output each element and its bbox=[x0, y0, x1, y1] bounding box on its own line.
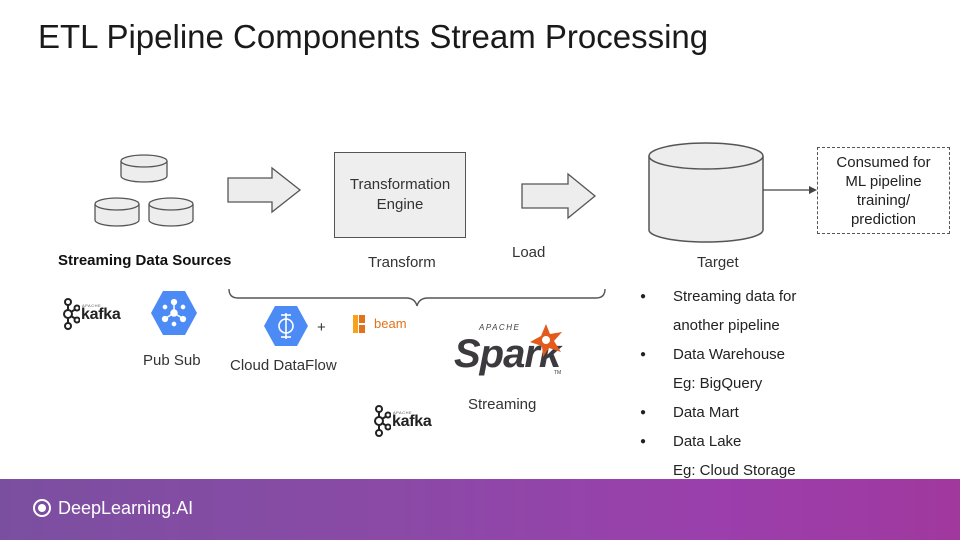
transform-brace bbox=[228, 288, 606, 307]
arrow-to-target bbox=[521, 172, 597, 220]
streaming-sources-label: Streaming Data Sources bbox=[58, 252, 232, 269]
beam-wordmark: beam bbox=[374, 316, 407, 331]
streaming-label: Streaming bbox=[468, 396, 537, 413]
kafka-icon bbox=[374, 405, 391, 437]
load-label: Load bbox=[512, 244, 546, 261]
transformation-engine-box: Transformation Engine bbox=[334, 152, 466, 238]
consumer-box: Consumed for ML pipeline training/ predi… bbox=[817, 147, 950, 234]
beam-icon bbox=[353, 315, 365, 333]
kafka-apache-text: APACHE bbox=[393, 410, 413, 415]
kafka-apache-text: APACHE bbox=[82, 303, 102, 308]
arrow-to-transform bbox=[227, 166, 302, 214]
list-item: Data Lake bbox=[640, 429, 796, 458]
kafka-wordmark: kafka bbox=[81, 306, 121, 323]
consumer-text: Consumed for ML pipeline training/ predi… bbox=[836, 153, 931, 228]
list-item: Data Mart bbox=[640, 400, 796, 429]
plus-sign: + bbox=[317, 319, 326, 336]
slide-title: ETL Pipeline Components Stream Processin… bbox=[38, 18, 709, 55]
transform-label: Transform bbox=[368, 254, 436, 271]
spark-logo: APACHE Spark TM bbox=[454, 322, 570, 382]
list-item: Eg: Cloud Storage bbox=[673, 462, 796, 479]
dataflow-icon bbox=[264, 306, 308, 346]
kafka-icon bbox=[63, 298, 80, 330]
kafka-logo-transform: APACHE kafka bbox=[371, 404, 441, 438]
database-icon-right bbox=[148, 197, 194, 227]
list-item: Streaming data for bbox=[640, 284, 796, 313]
database-icon-top bbox=[120, 154, 168, 183]
transformation-engine-text: Transformation Engine bbox=[349, 176, 451, 213]
kafka-logo: APACHE kafka bbox=[60, 297, 130, 331]
spark-tm: TM bbox=[554, 370, 562, 376]
pubsub-label: Pub Sub bbox=[143, 352, 201, 369]
list-item: Data Warehouse bbox=[640, 342, 796, 371]
footer-brand: DeepLearning.AI bbox=[58, 498, 194, 518]
spark-star-icon bbox=[530, 324, 562, 357]
spark-apache-text: APACHE bbox=[479, 323, 521, 332]
target-list: Streaming data for another pipeline Data… bbox=[640, 284, 796, 487]
list-item: another pipeline bbox=[673, 317, 780, 334]
pubsub-icon bbox=[151, 291, 197, 335]
deeplearning-logo-icon bbox=[33, 499, 51, 517]
footer-bar bbox=[0, 479, 960, 540]
list-item: Eg: BigQuery bbox=[673, 375, 763, 392]
target-database-icon bbox=[648, 142, 764, 243]
cloud-dataflow-label: Cloud DataFlow bbox=[230, 357, 337, 374]
database-icon-left bbox=[94, 197, 140, 227]
target-label: Target bbox=[697, 254, 739, 271]
target-to-consumer-arrowhead bbox=[809, 186, 817, 194]
kafka-wordmark: kafka bbox=[392, 413, 432, 430]
